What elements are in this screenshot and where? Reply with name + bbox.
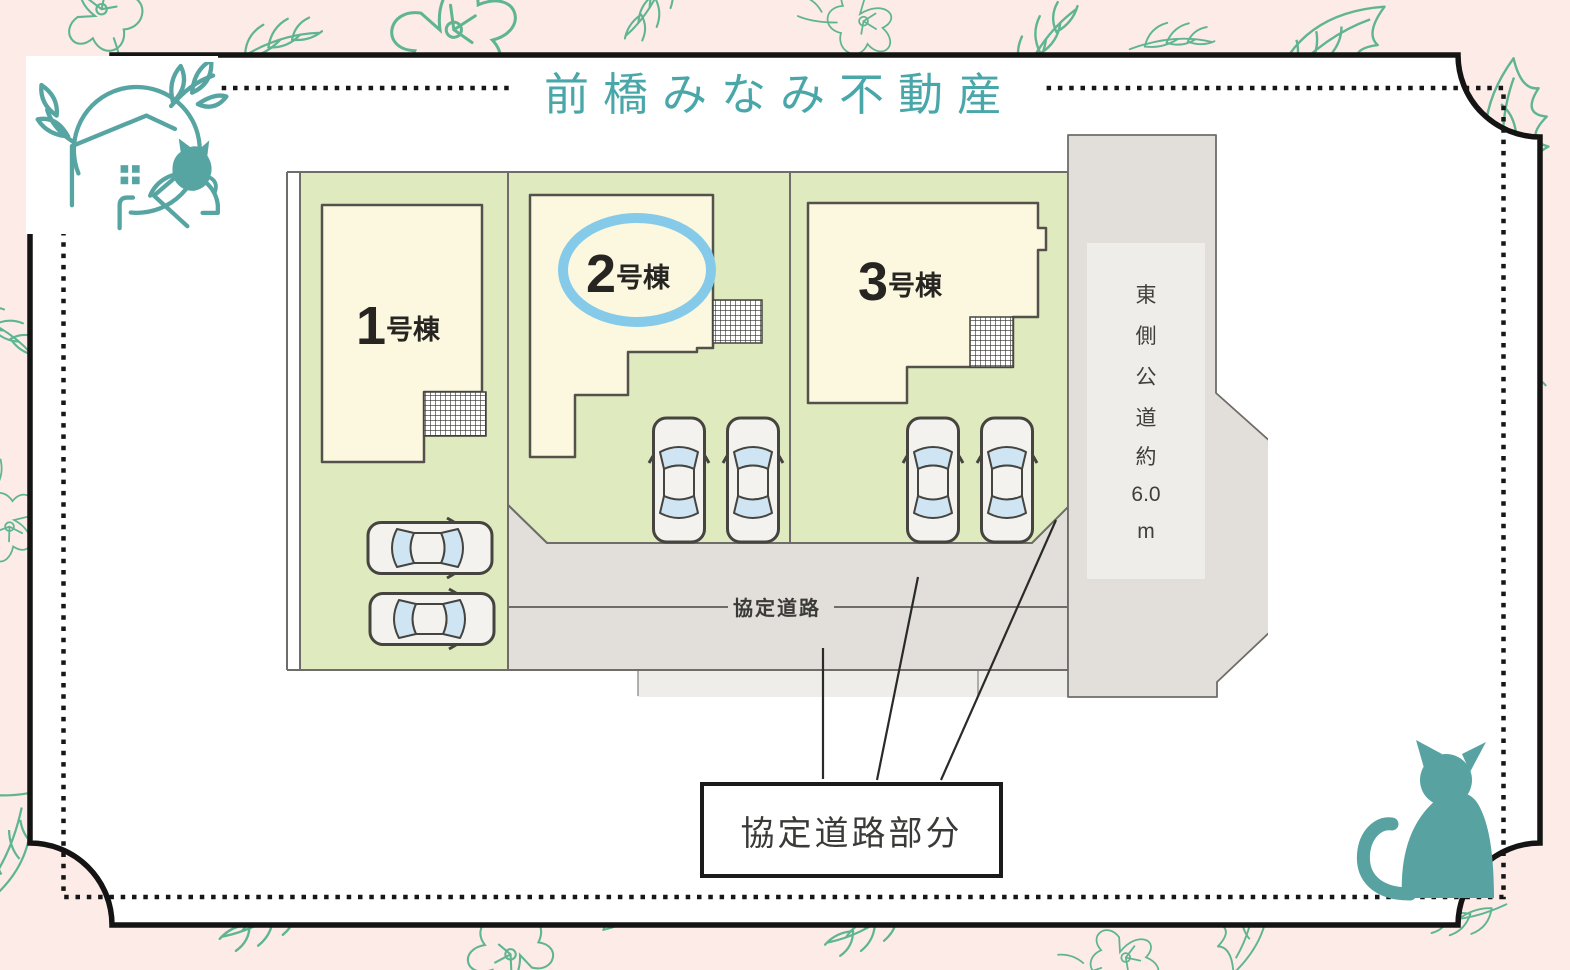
svg-text:公: 公 bbox=[1136, 366, 1157, 389]
title-box: 前橋みなみ不動産 bbox=[515, 58, 1045, 122]
east-road-inner bbox=[1087, 243, 1205, 579]
car-top-view bbox=[975, 416, 1039, 544]
svg-text:約: 約 bbox=[1136, 446, 1157, 469]
cat-silhouette-icon bbox=[1356, 740, 1494, 901]
hatch-area-1 bbox=[423, 391, 487, 437]
car-top-view bbox=[901, 416, 965, 544]
road-continuation bbox=[638, 670, 1068, 697]
svg-text:東: 東 bbox=[1136, 284, 1157, 307]
selected-lot-highlight bbox=[558, 213, 716, 327]
lot-2-label: 2号棟 bbox=[586, 244, 671, 304]
logo-box bbox=[26, 56, 229, 234]
east-road-label: 東 側 公 道 約 6.0 m bbox=[1131, 284, 1160, 543]
car-top-view bbox=[721, 416, 785, 544]
svg-text:道: 道 bbox=[1136, 407, 1157, 430]
svg-text:側: 側 bbox=[1136, 325, 1157, 348]
house-cat-logo-icon bbox=[35, 62, 229, 231]
dotted-border bbox=[61, 85, 1506, 900]
callout-pointer-lines bbox=[821, 519, 1058, 781]
page-title: 前橋みなみ不動産 bbox=[543, 68, 1016, 120]
callout-box: 協定道路部分 bbox=[700, 782, 1003, 878]
lot-1-label: 1号棟 bbox=[356, 296, 441, 356]
svg-text:6.0: 6.0 bbox=[1131, 483, 1160, 506]
car-top-view bbox=[647, 416, 711, 544]
hatch-area-3 bbox=[969, 316, 1014, 368]
house-2 bbox=[528, 193, 715, 459]
callout-label: 協定道路部分 bbox=[740, 814, 963, 853]
car-top-view bbox=[368, 587, 496, 651]
lot-3-label: 3号棟 bbox=[858, 252, 943, 312]
car-top-view bbox=[366, 516, 494, 580]
svg-text:m: m bbox=[1137, 520, 1155, 543]
agreement-road-label: 協定道路 bbox=[733, 596, 821, 620]
site-plan: 1号棟 2号棟 3号棟 協定道路 東 側 公 道 約 6.0 m bbox=[286, 134, 1268, 781]
hatch-area-2 bbox=[712, 299, 763, 344]
